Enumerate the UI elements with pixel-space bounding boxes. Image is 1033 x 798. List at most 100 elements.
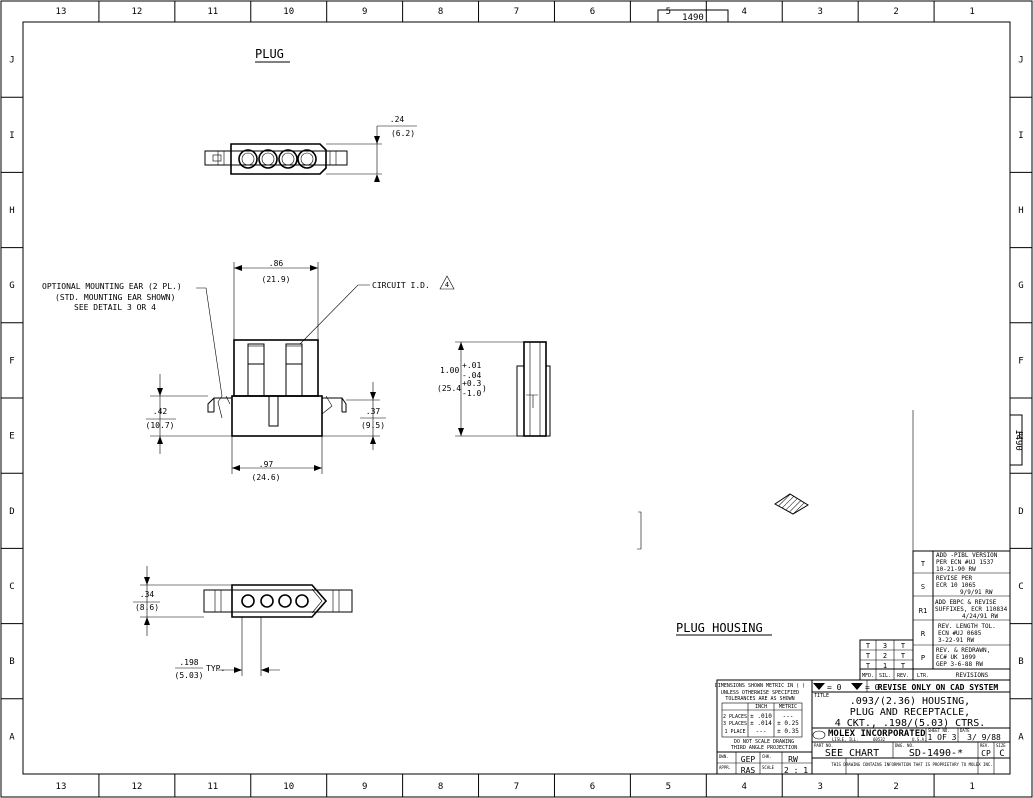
rev-ltr-p: P [921, 654, 925, 662]
rev-head-mfd: MFD. [862, 673, 874, 679]
rev-p-line-3: GEP 3-6-88 RW [936, 661, 983, 668]
column-zone-label-9: 9 [362, 7, 367, 17]
circuit-id-flag: 4 [445, 281, 449, 289]
column-zone-label-1: 1 [969, 782, 974, 792]
sheet-label: SHEET NO. [928, 728, 950, 733]
column-zone-label-3: 3 [817, 782, 822, 792]
column-zone-label-2: 2 [893, 782, 898, 792]
dim-side-in-plus: +.01 [462, 361, 481, 370]
date-label: DATE [960, 728, 970, 733]
appr-value: RAS [741, 766, 756, 775]
rev-head-revisions: REVISIONS [956, 672, 989, 679]
row-zone-label-B: B [1018, 657, 1023, 667]
ear-note-line-1: OPTIONAL MOUNTING EAR (2 PL.) [42, 282, 182, 291]
scale-value: 2 : 1 [784, 766, 808, 775]
tol-cell: ± .010 [750, 713, 772, 720]
rev-r-line-2: ECN #UJ 0685 [938, 630, 982, 637]
column-zone-label-4: 4 [742, 7, 747, 17]
row-zone-label-D: D [9, 507, 14, 517]
row-zone-label-B: B [9, 657, 14, 667]
title-block [716, 679, 1011, 775]
sheet-grid-cell: 1 [883, 662, 887, 670]
dim-side-in-minus: -.04 [462, 371, 481, 380]
rev-ltr-t: T [921, 560, 926, 568]
tol-note-2: UNLESS OTHERWISE SPECIFIED [721, 690, 799, 696]
size-value: C [999, 749, 1004, 759]
column-zone-label-8: 8 [438, 7, 443, 17]
dim-bottom-width-mm: (24.6) [252, 473, 281, 482]
title-label: TITLE [814, 693, 829, 699]
tol-cell: --- [756, 728, 767, 735]
dim-left-height-mm: (10.7) [146, 421, 175, 430]
rev-t-line-2: PER ECN #UJ 1537 [936, 559, 994, 566]
row-zone-label-I: I [1018, 131, 1023, 141]
tol-note-3: TOLERANCES ARE AS SHOWN [725, 696, 794, 702]
plug-view-title: PLUG [255, 47, 284, 61]
column-zone-label-12: 12 [131, 7, 142, 17]
rev-t-line-1: ADD -PIBL VERSION [936, 552, 998, 559]
rev-head-ltr: LTR. [917, 673, 929, 679]
column-zone-ticks [98, 1, 935, 797]
rev-s-line-3: 9/9/91 RW [960, 589, 993, 596]
company-city: LISLE, ILL. [832, 737, 859, 742]
column-zone-label-12: 12 [131, 782, 142, 792]
row-zone-label-C: C [9, 582, 14, 592]
dim-side-mm-close: ) [482, 384, 487, 393]
title-line-1: .093/(2.36) HOUSING, [850, 696, 970, 707]
plug-top-view [204, 125, 417, 182]
dim-left-height-in: .42 [153, 407, 168, 416]
sheet-value: 1 OF 3 [928, 733, 957, 742]
dim-right-height-mm: (9.5) [361, 421, 385, 430]
dim-bottom-width-in: .97 [259, 460, 274, 469]
revision-block [859, 410, 1011, 681]
column-zone-label-4: 4 [742, 782, 747, 792]
column-zone-label-5: 5 [666, 782, 671, 792]
section-mark [637, 511, 642, 550]
sheet-grid-cell: T [901, 652, 906, 660]
column-zone-label-7: 7 [514, 7, 519, 17]
tol-head-metric: METRIC [779, 704, 797, 710]
chk-value: RW [788, 755, 798, 764]
dim-right-height-in: .37 [366, 407, 381, 416]
hatched-detail-mark [774, 493, 809, 515]
row-zone-label-J: J [1018, 56, 1023, 66]
scale-label: SCALE [762, 765, 775, 770]
rev-s-line-2: ECR 10 1065 [936, 582, 976, 589]
tol-cell: 3 PLACES [723, 721, 747, 727]
tol-cell: 2 PLACES [723, 714, 747, 720]
rev-p-line-2: EC# UK 1099 [936, 654, 976, 661]
tol-cell: ± 0.35 [777, 728, 799, 735]
column-zone-label-11: 11 [207, 782, 218, 792]
row-zone-label-F: F [1018, 356, 1023, 366]
proprietary-note: THIS DRAWING CONTAINS INFORMATION THAT I… [831, 762, 992, 767]
column-zone-label-10: 10 [283, 7, 294, 17]
sheet-grid-cell: T [866, 652, 871, 660]
side-drawing-tag [1009, 414, 1023, 466]
dim-width-in: .86 [269, 259, 284, 268]
date-value: 3/ 9/88 [967, 733, 1001, 742]
row-zone-label-I: I [9, 131, 14, 141]
rev-r1-line-2: SUFFIXES, ECR 110834 [935, 606, 1008, 613]
column-zone-label-5: 5 [666, 7, 671, 17]
row-zone-label-A: A [1018, 732, 1024, 742]
circuit-id-label: CIRCUIT I.D. [372, 281, 430, 290]
row-zone-label-D: D [1018, 507, 1023, 517]
dim-pitch-mm: (5.03) [175, 671, 204, 680]
scale-note-1: DO NOT SCALE DRAWING [734, 739, 794, 745]
title-line-3: 4 CKT., .198/(5.03) CTRS. [835, 718, 986, 729]
tol-cell: ± .014 [750, 720, 772, 727]
company-name: MOLEX INCORPORATED [828, 729, 926, 739]
column-zone-label-9: 9 [362, 782, 367, 792]
column-zone-label-2: 2 [893, 7, 898, 17]
sheet-grid-cell: T [901, 642, 906, 650]
dim-bottom-height-in: .34 [140, 590, 155, 599]
dim-pitch-note: TYP. [206, 664, 225, 673]
column-zone-label-11: 11 [207, 7, 218, 17]
sheet-grid-cell: T [866, 642, 871, 650]
part-label: PART NO. [814, 743, 833, 748]
rev-ltr-r: R [921, 630, 926, 638]
plug-housing-title: PLUG HOUSING [676, 621, 763, 635]
